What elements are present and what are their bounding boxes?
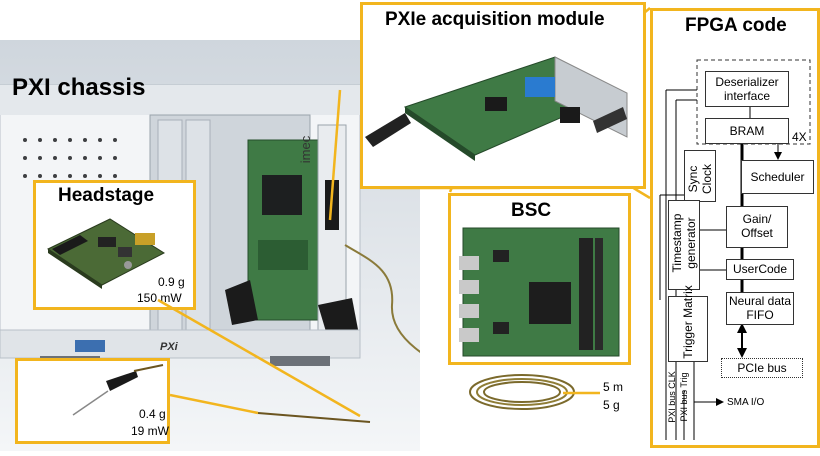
gain-offset-block: Gain/ Offset xyxy=(726,206,788,248)
cable-length: 5 m xyxy=(603,380,624,394)
trigger-matrix-block: Trigger Matrix xyxy=(668,285,708,362)
pxie-module-image xyxy=(365,56,628,161)
pxie-module-box: PXIe acquisition module xyxy=(360,2,646,189)
timestamp-generator-block: Timestamp generator xyxy=(668,200,700,290)
probe-mass: 0.4 g xyxy=(139,407,166,421)
usercode-block: UserCode xyxy=(726,259,794,280)
probe-power: 19 mW xyxy=(131,424,170,438)
probe-box: 0.4 g 19 mW xyxy=(15,358,170,444)
bram-block: BRAM xyxy=(705,118,789,144)
multiplier-label: 4X xyxy=(792,130,807,144)
sma-io-label: SMA I/O xyxy=(727,397,765,408)
headstage-mass: 0.9 g xyxy=(158,275,185,289)
pxi-bus-clk-label: PXI bus CLK xyxy=(667,371,677,423)
pxi-logo: PXi xyxy=(160,341,178,353)
bsc-title: BSC xyxy=(511,200,552,221)
pxi-chassis-label: PXI chassis xyxy=(12,74,146,101)
neural-data-fifo-block: Neural data FIFO xyxy=(726,292,794,325)
bsc-box: BSC xyxy=(448,193,631,365)
probe-image xyxy=(72,364,164,416)
pcie-bus-block: PCIe bus xyxy=(721,358,803,378)
headstage-box: Headstage 0.9 g 150 mW xyxy=(33,180,196,310)
pxi-bus-trig-label: PXI bus Trig xyxy=(679,372,689,422)
scheduler-block: Scheduler xyxy=(741,160,814,194)
deserializer-interface-block: Deserializer interface xyxy=(705,71,789,107)
bsc-image xyxy=(459,227,620,357)
fpga-title: FPGA code xyxy=(685,15,787,36)
sync-clock-block: Sync Clock xyxy=(684,150,716,202)
headstage-image xyxy=(46,218,166,289)
headstage-title: Headstage xyxy=(58,185,155,206)
cable-mass: 5 g xyxy=(603,398,620,412)
headstage-power: 150 mW xyxy=(137,291,182,305)
pxie-module-title: PXIe acquisition module xyxy=(385,9,605,30)
